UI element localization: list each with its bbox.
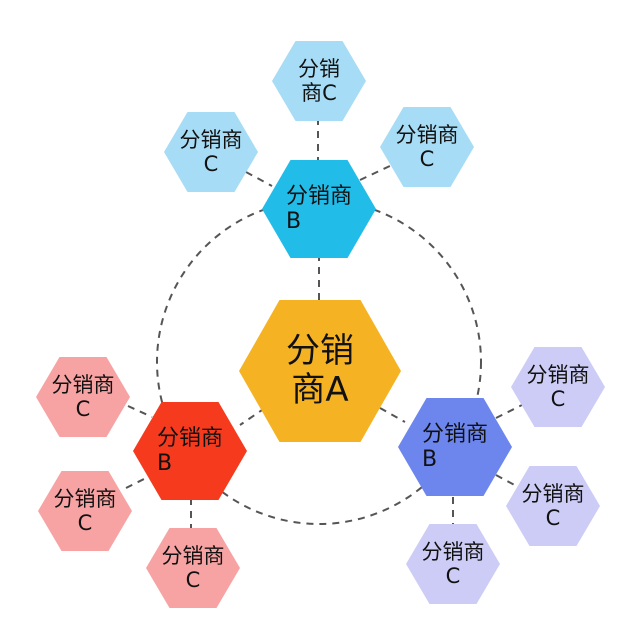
node-label-line1: 分销 xyxy=(286,330,354,371)
node-label-line2: B xyxy=(421,447,438,472)
node-label-line1: 分销 xyxy=(298,56,340,81)
node-label-line2: C xyxy=(77,511,93,535)
node-label-line2: C xyxy=(185,568,201,592)
node-label-line2: C xyxy=(203,152,219,176)
node-label-line1: 分销商 xyxy=(156,425,223,451)
node-label-line1: 分销商 xyxy=(421,539,485,564)
connector-bright-c1 xyxy=(495,404,523,419)
node-label-line2: C xyxy=(545,506,561,530)
node-label-line1: 分销商 xyxy=(51,372,115,397)
node-label-line2: B xyxy=(156,451,173,476)
node-label-line2: C xyxy=(419,147,435,171)
node-label-line2: 商C xyxy=(301,81,337,105)
node-label-line1: 分销商 xyxy=(395,122,459,147)
connector-btop-c1 xyxy=(245,171,273,187)
node-label-line2: 商A xyxy=(291,370,349,410)
connector-a-b-right xyxy=(379,407,406,423)
connector-btop-c3 xyxy=(359,164,393,181)
node-label-line2: B xyxy=(285,209,302,234)
node-label-line1: 分销商 xyxy=(421,421,488,447)
node-label-line2: C xyxy=(75,397,91,421)
connector-a-b-left xyxy=(239,407,266,426)
node-label-line1: 分销商 xyxy=(285,183,352,209)
node-label-line1: 分销商 xyxy=(53,486,117,511)
node-label-line1: 分销商 xyxy=(526,362,590,387)
node-label-line2: C xyxy=(550,387,566,411)
node-label-line1: 分销商 xyxy=(179,127,243,152)
connector-bright-c2 xyxy=(495,474,521,489)
node-label-line1: 分销商 xyxy=(161,543,225,568)
node-label-line2: C xyxy=(445,564,461,588)
connector-bleft-c2 xyxy=(125,476,149,489)
connector-bleft-c1 xyxy=(127,405,153,418)
dashed-ring xyxy=(156,199,482,525)
node-label-line1: 分销商 xyxy=(521,481,585,506)
